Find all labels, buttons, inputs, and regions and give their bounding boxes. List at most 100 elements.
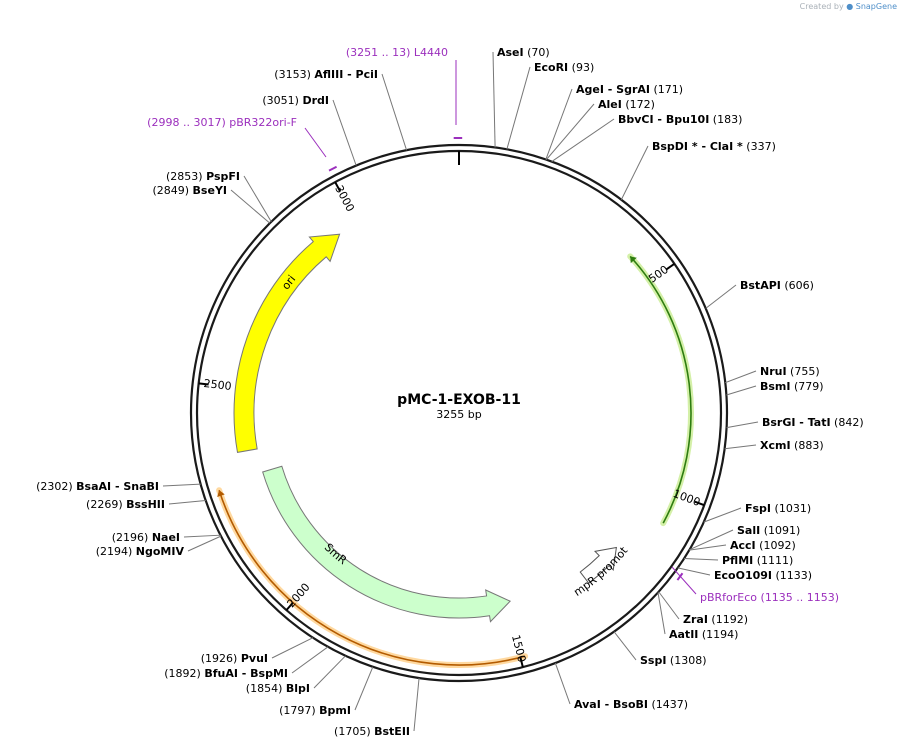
site-label-15: EcoO109I (1133) [714, 569, 812, 582]
site-enzyme-29: BseYI [193, 184, 227, 197]
site-position-2: (171) [650, 83, 683, 96]
site-enzyme-8: BsmI [760, 380, 791, 393]
site-position-19: (1437) [648, 698, 688, 711]
plasmid-name: pMC-1-EXOB-11 [397, 392, 521, 408]
site-enzyme-21: BpmI [319, 704, 351, 717]
watermark-brand: SnapGene [855, 2, 897, 11]
primer-mark-1 [328, 165, 338, 172]
site-leader-9 [726, 421, 759, 429]
site-enzyme-5: BspDI * - ClaI * [652, 140, 743, 153]
site-position-28: (2302) [36, 480, 76, 493]
site-leader-15 [677, 567, 711, 576]
site-enzyme-30: PspFI [206, 170, 240, 183]
site-label-8: BsmI (779) [760, 380, 824, 393]
site-label-5: BspDI * - ClaI * (337) [652, 140, 776, 153]
site-leader-17 [657, 592, 666, 635]
feature-ampr-promoter [579, 546, 617, 584]
feature-ori [233, 233, 341, 454]
site-enzyme-17: AatII [669, 628, 698, 641]
snapgene-logo-icon: ● [846, 2, 854, 11]
site-position-25: (2194) [96, 545, 136, 558]
site-leader-22 [313, 655, 346, 689]
site-position-8: (779) [791, 380, 824, 393]
site-label-26: (2196) NaeI [112, 531, 180, 544]
site-leader-3 [545, 103, 595, 160]
site-leader-32 [381, 73, 408, 151]
site-leader-14 [684, 557, 719, 561]
site-leader-4 [551, 118, 615, 162]
tick-mark-2500 [198, 382, 209, 386]
site-enzyme-24: PvuI [241, 652, 268, 665]
site-enzyme-23: BfuAI - BspMI [204, 667, 288, 680]
site-label-11: FspI (1031) [745, 502, 811, 515]
site-label-2: AgeI - SgrAI (171) [576, 83, 683, 96]
site-enzyme-15: EcoO109I [714, 569, 772, 582]
site-position-30: (2853) [166, 170, 206, 183]
site-label-28: (2302) BsaAI - SnaBI [36, 480, 159, 493]
site-label-4: BbvCI - Bpu10I (183) [618, 113, 742, 126]
site-enzyme-11: FspI [745, 502, 771, 515]
watermark-created-by: Created by [799, 2, 844, 11]
site-leader-20 [413, 677, 420, 732]
site-leader-19 [554, 662, 571, 705]
site-leader-1 [506, 66, 531, 150]
site-label-21: (1797) BpmI [279, 704, 351, 717]
site-label-30: (2853) PspFI [166, 170, 240, 183]
tick-label-3000: 3000 [332, 183, 357, 214]
site-enzyme-19: AvaI - BsoBI [574, 698, 648, 711]
orf-line-0 [629, 255, 692, 524]
site-position-29: (2849) [152, 184, 192, 197]
site-enzyme-2: AgeI - SgrAI [576, 83, 650, 96]
tick-mark-500 [665, 263, 675, 271]
site-position-22: (1854) [246, 682, 286, 695]
site-position-5: (337) [743, 140, 776, 153]
site-label-32: (3153) AflIII - PciI [274, 68, 378, 81]
site-label-16: ZraI (1192) [683, 613, 748, 626]
site-leader-30 [243, 175, 272, 222]
site-label-20: (1705) BstEII [334, 725, 410, 738]
site-enzyme-18: SspI [640, 654, 666, 667]
site-enzyme-13: AccI [730, 539, 756, 552]
site-position-27: (2269) [86, 498, 126, 511]
site-leader-21 [354, 666, 374, 711]
site-label-0: AseI (70) [497, 46, 550, 59]
site-position-18: (1308) [666, 654, 706, 667]
site-enzyme-12: SalI [737, 524, 760, 537]
primer-leader-2 [671, 566, 697, 595]
site-label-13: AccI (1092) [730, 539, 796, 552]
site-enzyme-9: BsrGI - TatI [762, 416, 831, 429]
site-position-14: (1111) [753, 554, 793, 567]
site-position-26: (2196) [112, 531, 152, 544]
site-leader-25 [187, 535, 222, 552]
site-leader-26 [183, 534, 221, 538]
site-enzyme-28: BsaAI - SnaBI [76, 480, 159, 493]
primer-label-2: pBRforEco (1135 .. 1153) [700, 591, 839, 604]
tick-mark-3000 [334, 181, 341, 192]
site-label-19: AvaI - BsoBI (1437) [574, 698, 688, 711]
site-enzyme-16: ZraI [683, 613, 708, 626]
site-label-24: (1926) PvuI [201, 652, 268, 665]
snapgene-watermark: Created by ● SnapGene [800, 2, 897, 11]
site-label-31: (3051) DrdI [262, 94, 329, 107]
site-enzyme-32: AflIII - PciI [314, 68, 378, 81]
site-label-9: BsrGI - TatI (842) [762, 416, 864, 429]
site-leader-29 [230, 189, 271, 224]
site-enzyme-4: BbvCI - Bpu10I [618, 113, 709, 126]
site-label-25: (2194) NgoMIV [96, 545, 185, 558]
site-leader-0 [492, 51, 496, 148]
site-enzyme-26: NaeI [152, 531, 180, 544]
site-position-20: (1705) [334, 725, 374, 738]
site-leader-16 [658, 591, 680, 620]
orf-arrowhead-1 [217, 490, 225, 498]
orf-line-1 [218, 489, 526, 666]
site-label-23: (1892) BfuAI - BspMI [164, 667, 288, 680]
site-leader-31 [332, 99, 357, 166]
site-leader-12 [689, 529, 734, 551]
primer-label-1: (2998 .. 3017) pBR322ori-F [147, 116, 297, 129]
site-enzyme-0: AseI [497, 46, 524, 59]
site-label-22: (1854) BlpI [246, 682, 310, 695]
site-leader-7 [725, 370, 757, 384]
feature-smr [262, 465, 512, 623]
site-label-29: (2849) BseYI [152, 184, 227, 197]
site-label-7: NruI (755) [760, 365, 820, 378]
